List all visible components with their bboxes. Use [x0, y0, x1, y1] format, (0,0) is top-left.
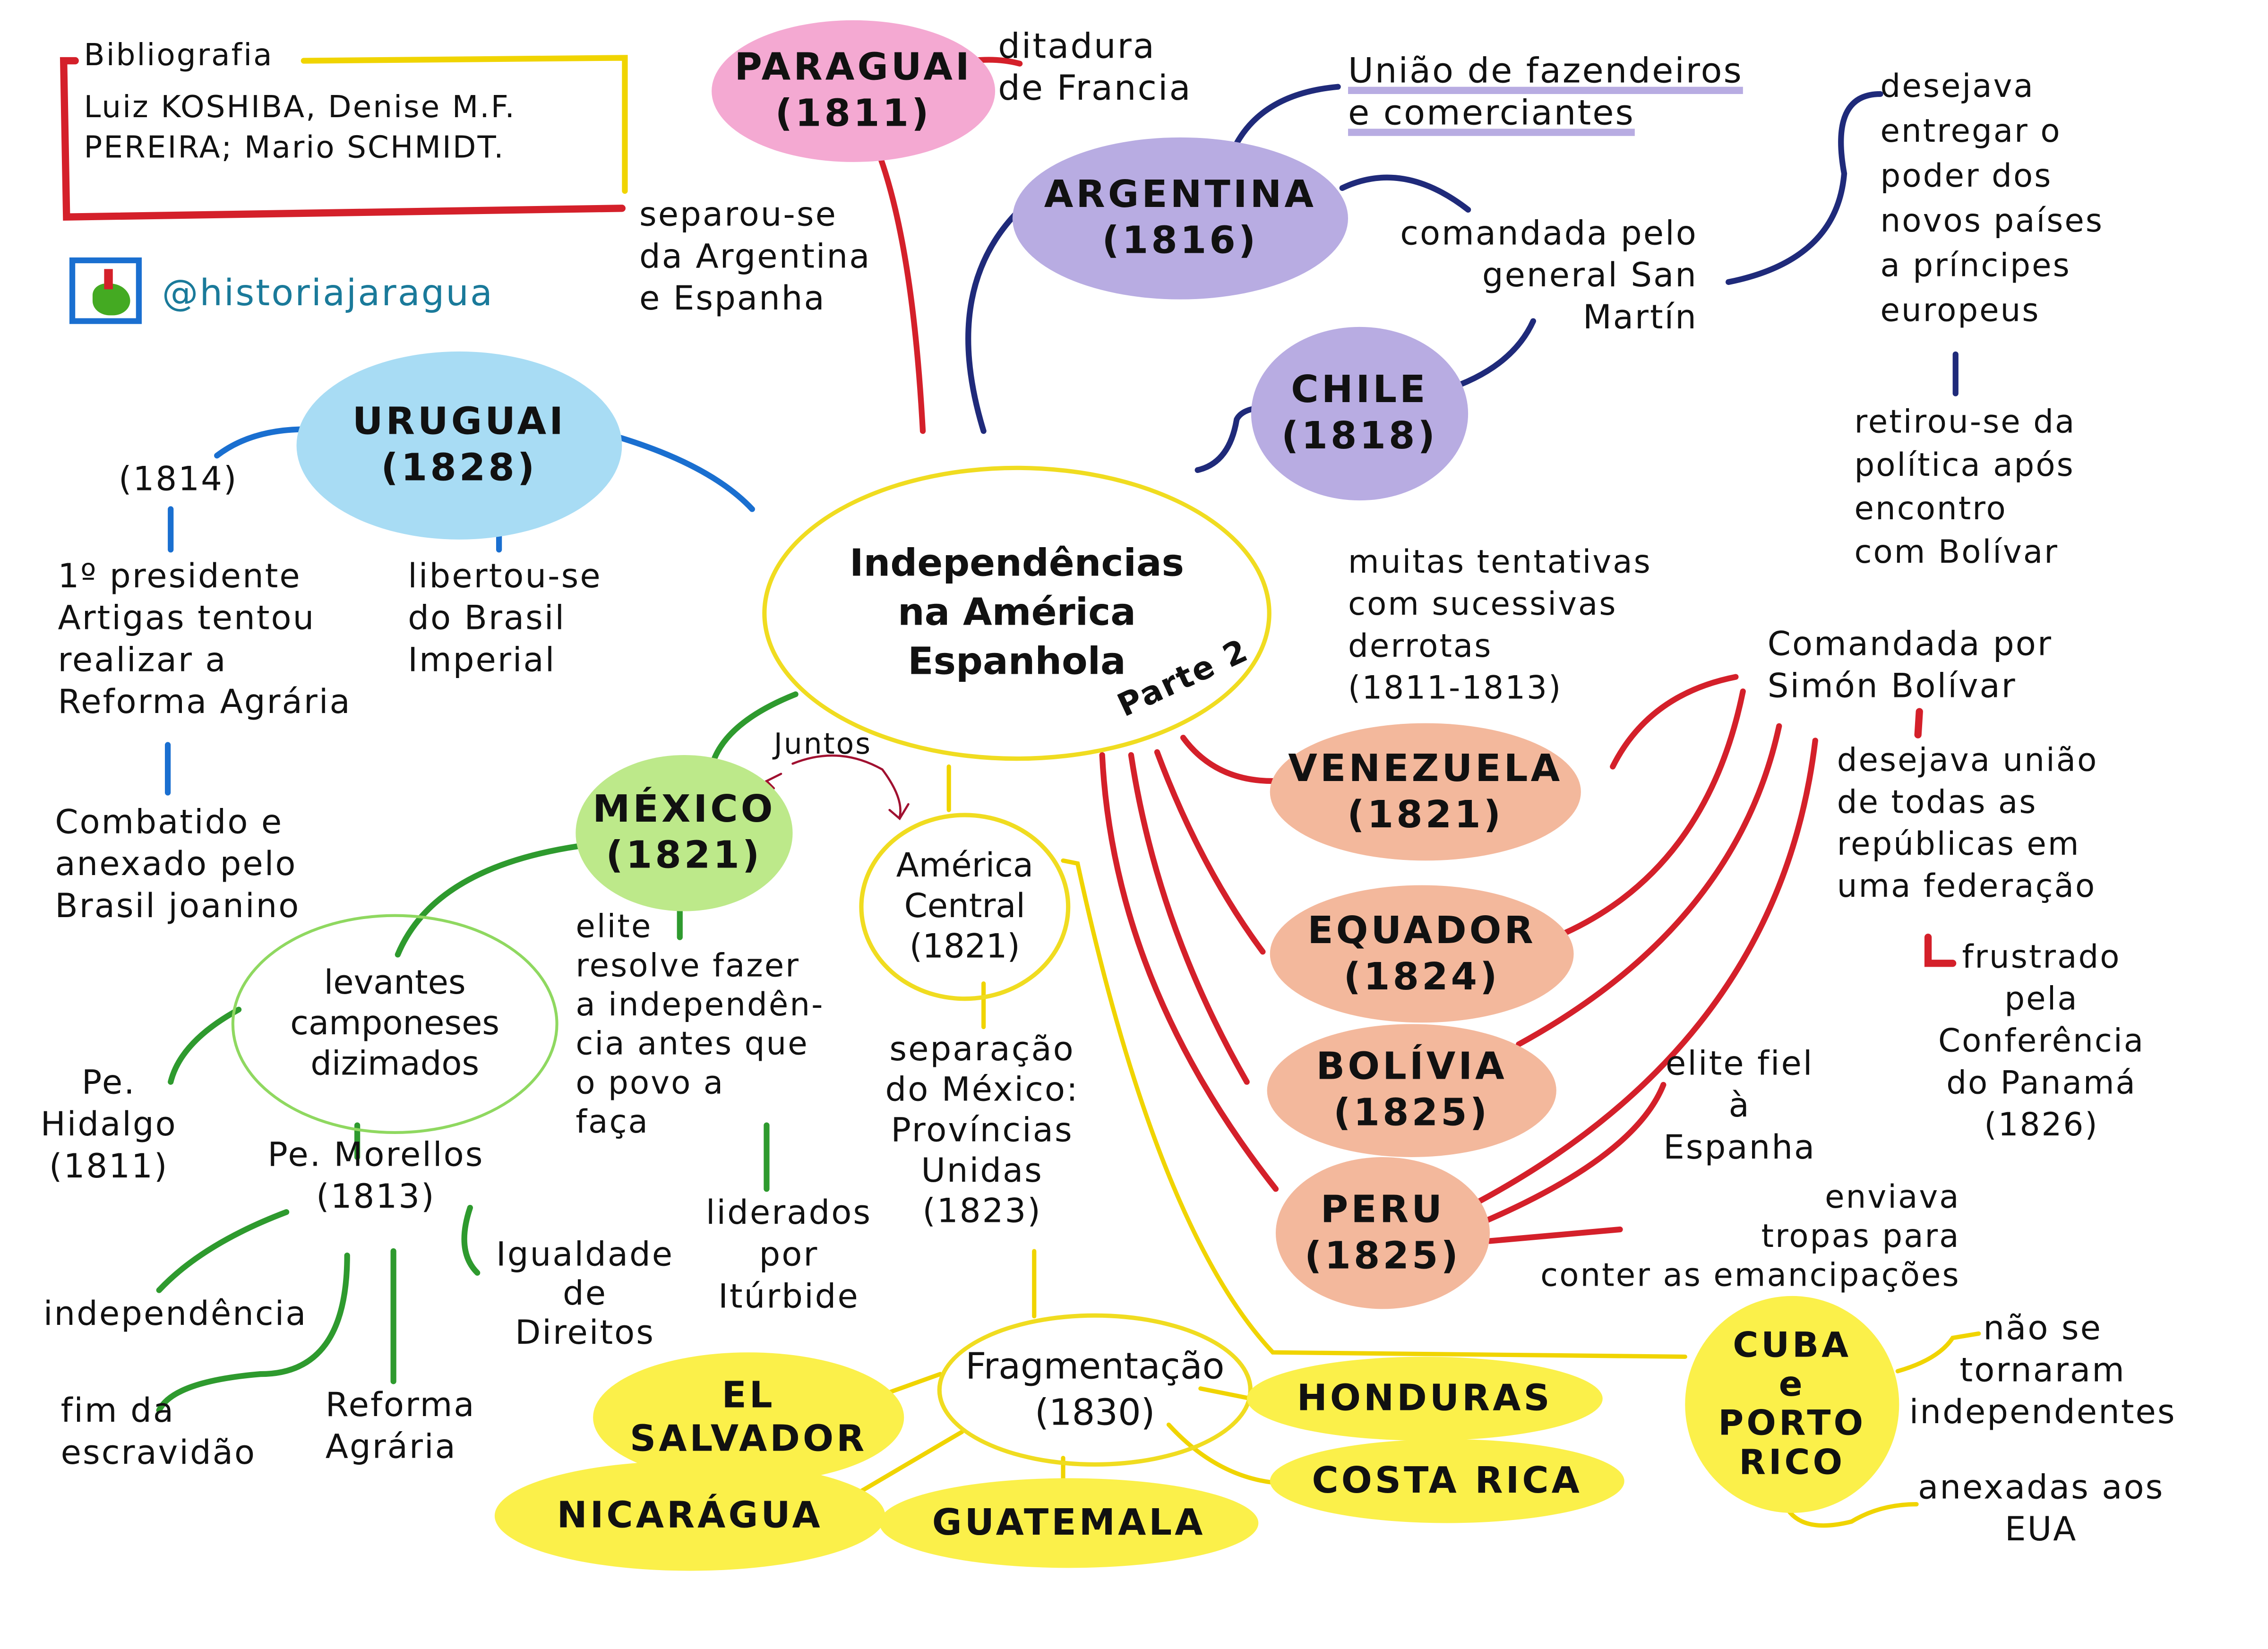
node-venezuela: VENEZUELA (1821) — [1270, 723, 1581, 861]
line-morellos-igualdade — [461, 1204, 481, 1276]
hand-logo-icon — [69, 257, 142, 324]
node-peru: PERU (1825) — [1275, 1157, 1490, 1309]
node-el-salvador: EL SALVADOR — [593, 1352, 904, 1483]
mexico-escravidao: fim da escravidão — [60, 1392, 257, 1473]
line-bolivia — [1128, 752, 1250, 1085]
line-argentina-uniao — [1229, 84, 1341, 155]
uruguai-artigas: 1º presidente Artigas tentou realizar a … — [58, 558, 352, 722]
sanmartin-desejava: desejava entregar o poder dos novos país… — [1880, 69, 2104, 330]
uruguai-libertou: libertou-se do Brasil Imperial — [408, 558, 602, 680]
caribe-nao-independentes: não se tornaram independentes — [1909, 1310, 2176, 1432]
arrow-juntos — [765, 754, 910, 821]
line-caribe-anexadas — [1779, 1494, 1919, 1528]
node-guatemala: GUATEMALA — [879, 1478, 1259, 1568]
mexico-igualdade: Igualdade de Direitos — [496, 1237, 674, 1353]
line-peru — [1099, 752, 1279, 1192]
argentina-uniao: União de fazendeiros e comerciantes — [1348, 51, 1743, 133]
mexico-iturbide: liderados por Itúrbide — [705, 1194, 872, 1316]
mexico-juntos: Juntos — [773, 726, 872, 761]
line-morellos-escravidao — [156, 1252, 350, 1413]
mexico-independencia: independência — [43, 1296, 308, 1334]
bibliography-text: Luiz KOSHIBA, Denise M.F. PEREIRA; Mario… — [84, 89, 516, 165]
line-bolivar-peru — [1472, 738, 1818, 1207]
node-argentina: ARGENTINA (1816) — [1012, 137, 1349, 300]
bolivar-tentativas: muitas tentativas com sucessivas derrota… — [1348, 545, 1652, 707]
node-fragmentacao: Fragmentação (1830) — [937, 1313, 1253, 1467]
line-bolivar-venezuela — [1610, 674, 1739, 770]
line-sanmartin-desejava — [1726, 91, 1883, 285]
node-nicaragua: NICARÁGUA — [494, 1460, 885, 1571]
center-title: Independências na América Espanhola — [849, 542, 1185, 684]
line-morellos-independencia — [156, 1209, 290, 1293]
line-paraguai — [865, 124, 926, 434]
line-venezuela — [1180, 735, 1276, 784]
uruguai-1814: (1814) — [119, 461, 238, 499]
node-america-central: América Central (1821) — [859, 813, 1071, 1001]
bibliography-frame-yellow — [301, 55, 628, 194]
fragmentacao-text: Fragmentação (1830) — [965, 1345, 1225, 1434]
mexico-reforma: Reforma Agrária — [325, 1387, 476, 1467]
sanmartin-retirou: retirou-se da política após encontro com… — [1854, 405, 2076, 572]
mexico-levantes-text: levantes camponeses dizimados — [290, 964, 500, 1083]
node-mexico: MÉXICO (1821) — [576, 755, 793, 911]
node-cuba-porto-rico: CUBA e PORTO RICO — [1685, 1296, 1899, 1513]
node-paraguai: PARAGUAI (1811) — [712, 20, 996, 162]
line-bolivar-equador — [1562, 688, 1746, 936]
line-caribe-naose — [1895, 1331, 1981, 1374]
peru-elite-fiel: elite fiel à Espanha — [1663, 1046, 1816, 1168]
mexico-morellos: Pe. Morellos (1813) — [267, 1137, 484, 1217]
line-levantes-hidalgo — [168, 1006, 242, 1085]
line-bolivar-bolivia — [1516, 723, 1782, 1048]
america-central-text: América Central (1821) — [896, 847, 1034, 966]
line-uniao-frustrado — [1924, 934, 1957, 967]
line-americacentral-caribe — [1061, 858, 1687, 1359]
line-bolivar-uniao — [1914, 708, 1923, 739]
line-argentina — [965, 206, 1023, 434]
node-uruguai: URUGUAI (1828) — [296, 351, 622, 540]
mexico-levantes: levantes camponeses dizimados — [231, 914, 558, 1134]
paraguai-ditadura: ditadura de Francia — [998, 26, 1192, 109]
peru-tropas: enviava tropas para conter as emancipaçõ… — [1540, 1180, 1960, 1295]
brand-handle[interactable]: @historiajaragua — [162, 272, 494, 314]
line-peru-elite — [1479, 1082, 1667, 1225]
center-topic: Independências na América Espanhola — [762, 465, 1271, 761]
uruguai-combatido: Combatido e anexado pelo Brasil joanino — [55, 804, 301, 926]
node-honduras: HONDURAS — [1246, 1357, 1603, 1441]
bibliography-title: Bibliografia — [84, 37, 274, 73]
bolivar-comandada: Comandada por Simón Bolívar — [1767, 626, 2053, 706]
node-chile: CHILE (1818) — [1251, 326, 1469, 501]
line-argentina-sanmartin — [1339, 174, 1471, 213]
argentina-sanmartin: comandada pelo general San Martín — [1400, 215, 1698, 337]
bibliography-frame-red — [60, 57, 626, 221]
line-uruguai-right — [604, 431, 755, 512]
america-central-separacao: separação do México: Províncias Unidas (… — [885, 1031, 1079, 1231]
mexico-elite: elite resolve fazer a independên- cia an… — [576, 910, 825, 1142]
line-equador — [1154, 749, 1266, 955]
node-bolivia: BOLÍVIA (1825) — [1267, 1024, 1556, 1157]
node-equador: EQUADOR (1824) — [1270, 885, 1574, 1023]
caribe-anexadas: anexadas aos EUA — [1918, 1469, 2165, 1549]
bolivar-uniao: desejava união de todas as repúblicas em… — [1837, 743, 2098, 906]
paraguai-separou: separou-se da Argentina e Espanha — [639, 197, 871, 318]
line-peru-tropas — [1486, 1226, 1623, 1244]
node-costa-rica: COSTA RICA — [1270, 1439, 1624, 1523]
bolivar-frustrado: frustrado pela Conferência do Panamá (18… — [1938, 940, 2145, 1144]
mexico-hidalgo: Pe. Hidalgo (1811) — [40, 1065, 177, 1186]
line-mexico — [708, 691, 799, 770]
